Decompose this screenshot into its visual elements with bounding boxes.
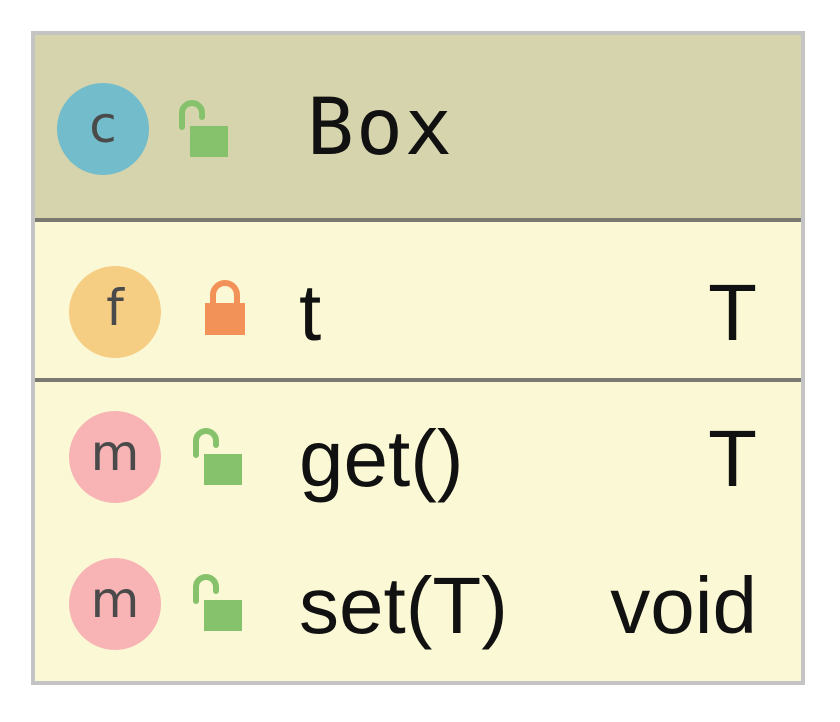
class-header: c Box [35,35,801,218]
class-box: c Box f t T m get() T m [31,31,805,685]
private-lock-icon [203,278,247,338]
class-name: Box [307,83,454,173]
fields-divider [35,378,801,382]
method-kind-badge: m [69,411,161,503]
public-lock-icon [190,571,242,631]
method-kind-badge: m [69,558,161,650]
public-lock-icon [176,97,228,157]
method-name: get() [299,414,464,503]
field-kind-badge: f [69,266,161,358]
field-name: t [299,268,322,357]
field-type: T [708,268,757,357]
public-lock-icon [190,425,242,485]
method-name: set(T) [299,561,508,650]
class-kind-badge: c [57,83,149,175]
header-divider [35,218,801,222]
method-return-type: T [708,414,757,503]
method-return-type: void [610,561,757,650]
